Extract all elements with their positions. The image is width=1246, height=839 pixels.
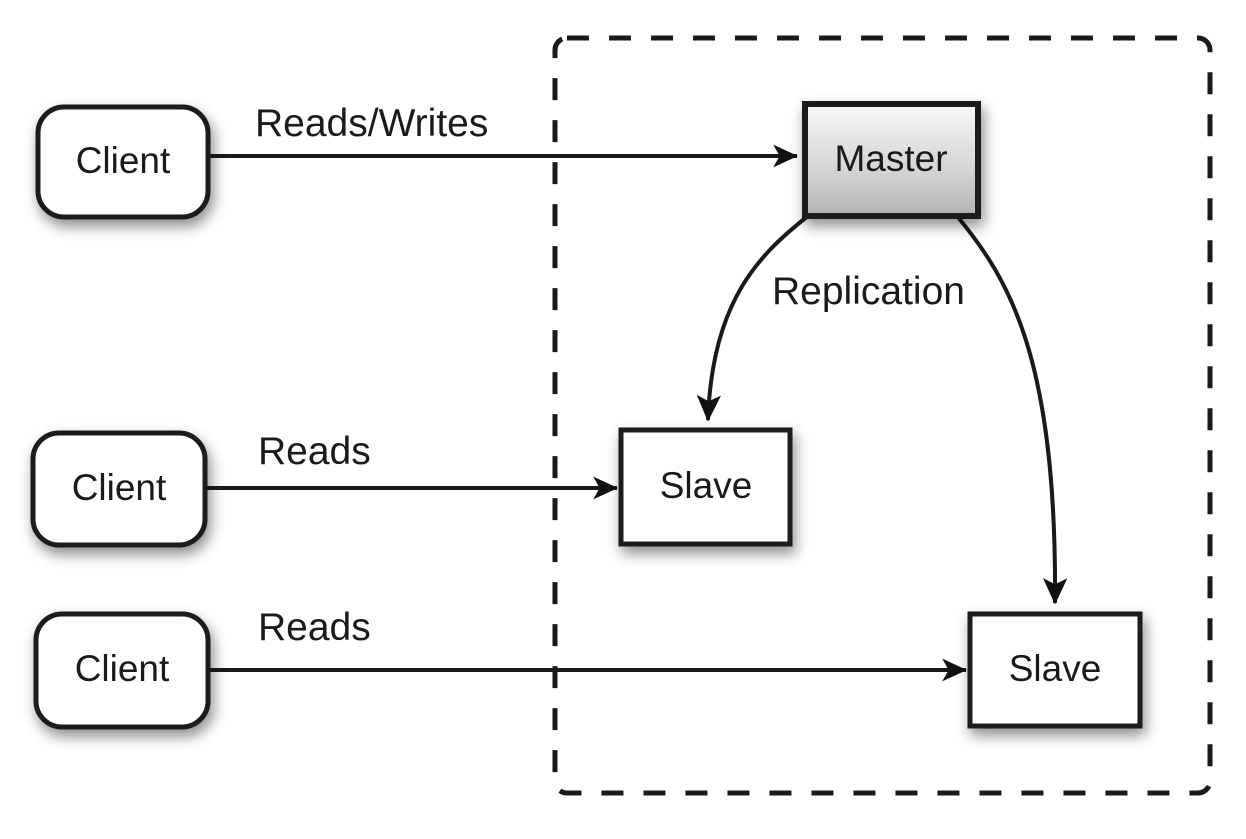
client-1-label: Client	[76, 140, 171, 181]
client-2-label: Client	[72, 467, 167, 508]
slave-2-box[interactable]	[967, 611, 1143, 729]
edge-label-replication: Replication	[772, 270, 965, 313]
node-client-1[interactable]: Client	[35, 104, 211, 220]
edge-label-reads-writes: Reads/Writes	[255, 102, 488, 145]
edge-label-reads-slave2: Reads	[258, 606, 371, 649]
node-master[interactable]: Master	[802, 101, 981, 219]
slave-2-label: Slave	[1009, 648, 1102, 689]
node-slave-2[interactable]: Slave	[967, 611, 1143, 729]
replication-cluster-boundary	[552, 35, 1213, 796]
client-1-box[interactable]	[35, 104, 211, 220]
node-client-2[interactable]: Client	[30, 430, 208, 548]
edge-label-reads-slave1: Reads	[258, 430, 371, 473]
client-2-box[interactable]	[30, 430, 208, 548]
node-client-3[interactable]: Client	[33, 611, 211, 730]
master-label: Master	[834, 138, 947, 179]
edge-master-slave1-curve	[696, 214, 810, 422]
slave-1-box[interactable]	[618, 427, 793, 547]
slave-1-label: Slave	[660, 465, 753, 506]
client-3-box[interactable]	[33, 611, 211, 730]
edge-master-slave2-curve	[955, 214, 1068, 605]
master-box[interactable]	[802, 101, 981, 219]
node-slave-1[interactable]: Slave	[618, 427, 793, 547]
client-3-label: Client	[75, 648, 170, 689]
